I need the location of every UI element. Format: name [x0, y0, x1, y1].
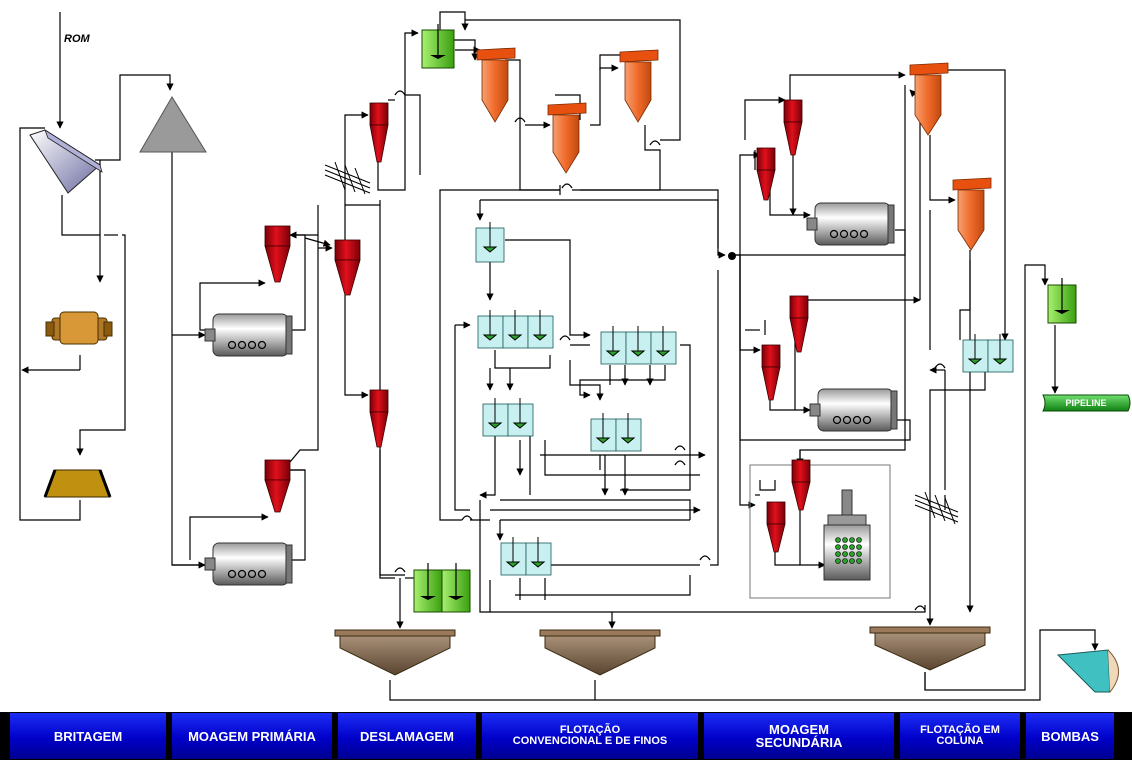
hydrocyclone[interactable] — [762, 345, 780, 400]
nav-label: CONVENCIONAL E DE FINOS — [513, 736, 667, 747]
flotation-cell-bank[interactable] — [501, 543, 551, 575]
stockpile[interactable] — [140, 97, 206, 152]
filter-icon[interactable] — [1058, 650, 1119, 692]
hydrocyclone[interactable] — [265, 460, 290, 512]
nav-label: SECUNDÁRIA — [756, 736, 843, 749]
rom-label: ROM — [64, 33, 91, 45]
hydrocyclone[interactable] — [265, 226, 290, 282]
nav-moagem-primaria-button[interactable]: MOAGEM PRIMÁRIA — [172, 713, 332, 759]
pipeline-label: PIPELINE — [1065, 398, 1106, 408]
flotation-column[interactable] — [910, 63, 948, 135]
hydrocyclone[interactable] — [784, 100, 802, 155]
vibrating-screen[interactable] — [30, 130, 102, 193]
nav-flotacao-coluna-button[interactable]: FLOTAÇÃO EM COLUNA — [900, 713, 1020, 759]
final-tank[interactable] — [1048, 278, 1076, 323]
nav-britagem-button[interactable]: BRITAGEM — [10, 713, 166, 759]
desliming-screen-icon[interactable] — [325, 162, 370, 194]
hydrocyclone[interactable] — [335, 240, 360, 295]
nav-flotacao-convencional-button[interactable]: FLOTAÇÃO CONVENCIONAL E DE FINOS — [482, 713, 698, 759]
hydrocyclone[interactable] — [790, 296, 808, 352]
nav-label: MOAGEM PRIMÁRIA — [188, 730, 316, 743]
hydrocyclone[interactable] — [370, 390, 388, 447]
section-navbar: BRITAGEM MOAGEM PRIMÁRIA DESLAMAGEM FLOT… — [0, 712, 1132, 760]
thickener[interactable] — [870, 627, 990, 670]
junction-node — [728, 252, 736, 260]
flotation-cells — [476, 228, 1013, 575]
primary-mill-1[interactable] — [205, 314, 292, 356]
impeller-icons — [484, 222, 1006, 567]
hydrocyclone[interactable] — [767, 502, 785, 552]
nav-label: BOMBAS — [1041, 730, 1099, 743]
flowsheet-diagram: ROM — [0, 0, 1132, 712]
flotation-cell-bank[interactable] — [483, 404, 533, 436]
hydrocyclone[interactable] — [757, 148, 775, 200]
conditioner-tank[interactable] — [422, 24, 454, 68]
flotation-column[interactable] — [620, 50, 658, 122]
thickener[interactable] — [335, 630, 455, 675]
secondary-mill-2[interactable] — [810, 389, 897, 431]
crusher-icon[interactable] — [45, 470, 110, 497]
nav-label: COLUNA — [936, 736, 983, 747]
nav-moagem-secundaria-button[interactable]: MOAGEM SECUNDÁRIA — [704, 713, 894, 759]
desliming-tanks[interactable] — [414, 563, 470, 612]
pipeline[interactable]: PIPELINE — [1043, 395, 1130, 411]
flotation-column[interactable] — [953, 178, 991, 250]
flotation-column[interactable] — [548, 103, 586, 173]
flotation-column[interactable] — [477, 48, 515, 122]
flotation-columns — [477, 48, 991, 250]
safety-screen-icon[interactable] — [915, 492, 958, 524]
hydrocyclone[interactable] — [370, 103, 388, 162]
flotation-cell-bank[interactable] — [591, 419, 641, 451]
primary-mill-2[interactable] — [205, 543, 292, 585]
nav-deslamagem-button[interactable]: DESLAMAGEM — [338, 713, 476, 759]
nav-label: DESLAMAGEM — [360, 730, 454, 743]
thickener[interactable] — [540, 630, 660, 675]
nav-bombas-button[interactable]: BOMBAS — [1026, 713, 1114, 759]
flotation-cell-bank[interactable] — [963, 340, 1013, 372]
secondary-mill-1[interactable] — [807, 203, 894, 245]
nav-label: BRITAGEM — [54, 730, 122, 743]
hydrocyclone[interactable] — [792, 460, 810, 510]
belt-feeder-icon[interactable] — [46, 312, 112, 344]
